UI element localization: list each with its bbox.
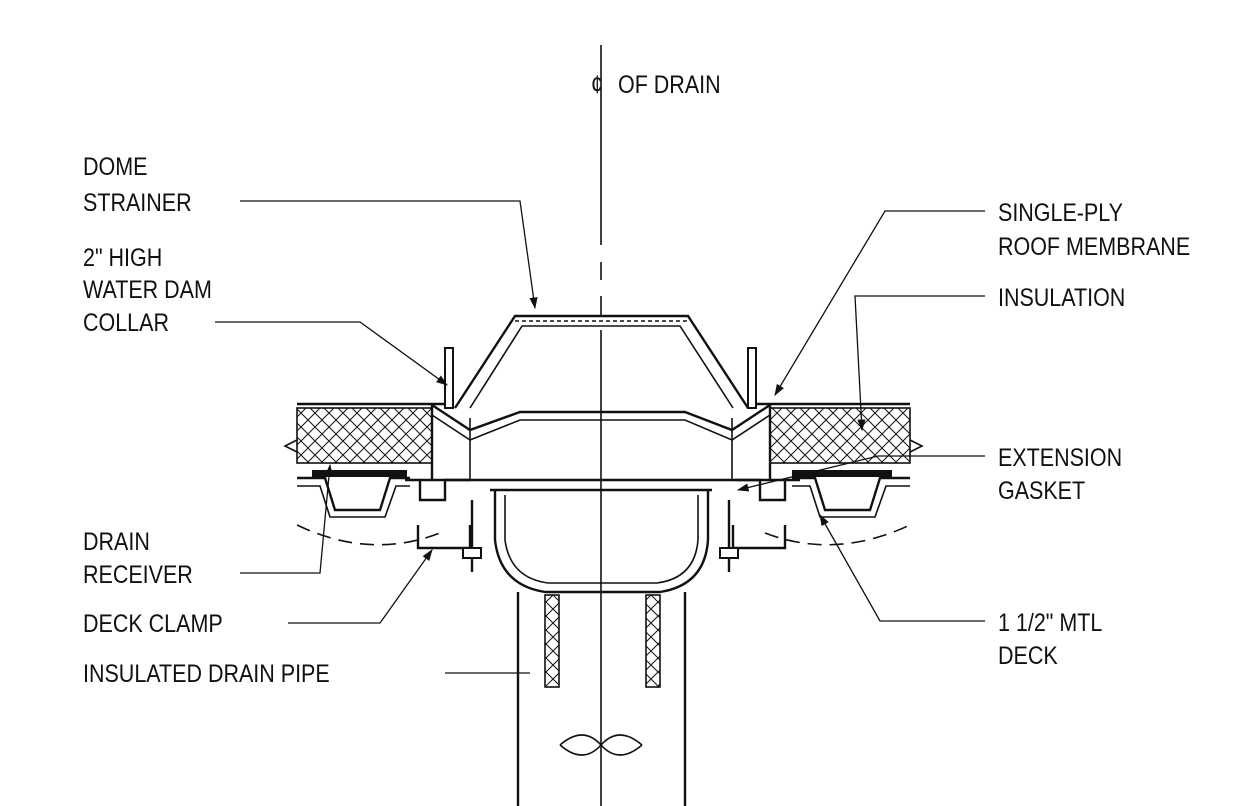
label-deck-clamp: DECK CLAMP [83, 609, 223, 637]
label-dome-strainer-1: DOME [83, 152, 147, 180]
metal-deck [296, 476, 911, 546]
label-insulation: INSULATION [998, 283, 1125, 311]
gasket-strip-right [792, 470, 892, 477]
insulation-layer [296, 402, 911, 464]
break-line-right [909, 439, 924, 453]
label-water-dam-2: WATER DAM [83, 275, 212, 303]
centerline-symbol: ¢ [591, 70, 603, 98]
label-extension-gasket-2: GASKET [998, 476, 1085, 504]
deck-clamp-right [731, 525, 787, 550]
label-drain-receiver-1: DRAIN [83, 527, 150, 555]
drain-body [420, 403, 785, 594]
label-roof-membrane-1: SINGLE-PLY [998, 198, 1123, 226]
leader-lines [215, 200, 985, 674]
label-roof-membrane-2: ROOF MEMBRANE [998, 232, 1190, 260]
label-insulated-drain-pipe: INSULATED DRAIN PIPE [83, 659, 330, 687]
insulated-drain-pipe [516, 592, 687, 806]
label-water-dam-3: COLLAR [83, 308, 169, 336]
label-drain-receiver-2: RECEIVER [83, 560, 193, 588]
label-dome-strainer-2: STRAINER [83, 188, 192, 216]
clamp-bolts [462, 500, 739, 572]
label-metal-deck-1: 1 1/2" MTL [998, 608, 1102, 636]
label-metal-deck-2: DECK [998, 641, 1058, 669]
drain-receiver [405, 478, 470, 502]
label-extension-gasket-1: EXTENSION [998, 443, 1122, 471]
dome-strainer [453, 314, 750, 409]
deck-clamp-left [416, 525, 472, 550]
gasket-strip-left [312, 470, 407, 477]
break-line-left [283, 439, 298, 453]
label-water-dam-1: 2" HIGH [83, 243, 162, 271]
centerline-label: OF DRAIN [618, 70, 721, 98]
